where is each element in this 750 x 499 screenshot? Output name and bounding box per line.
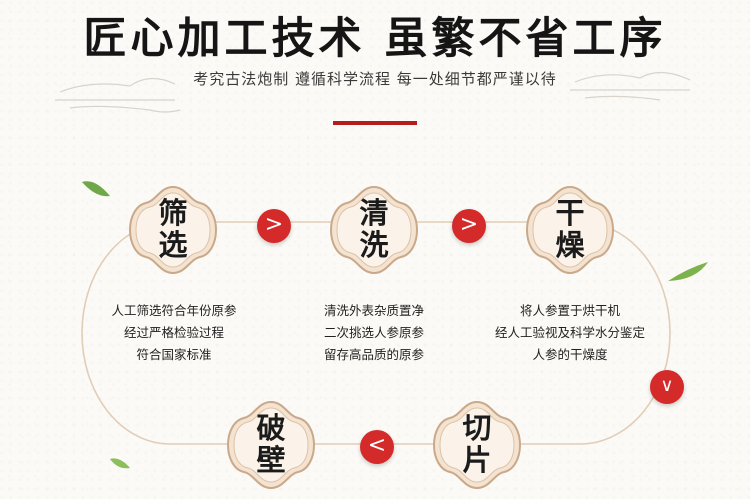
cloud-right xyxy=(570,71,691,101)
flow-path xyxy=(81,221,671,445)
quatrefoil-frame xyxy=(525,185,615,275)
step-dry-char-1: 干 xyxy=(555,196,585,230)
desc-line: 人参的干燥度 xyxy=(532,347,608,362)
desc-line: 留存高品质的原参 xyxy=(323,347,424,362)
step-slice-node: 切 片 xyxy=(432,400,522,490)
step-slice-char-2: 片 xyxy=(462,443,492,477)
page-title: 匠心加工技术 虽繁不省工序 xyxy=(83,14,667,64)
desc-line: 清洗外表杂质置净 xyxy=(323,303,424,318)
step-dry-desc: 将人参置于烘干机 经人工验视及科学水分鉴定 人参的干燥度 xyxy=(480,300,660,366)
arrow-left-icon: < xyxy=(360,430,394,464)
desc-line: 经人工验视及科学水分鉴定 xyxy=(494,325,645,340)
step-screen-char-2: 选 xyxy=(158,228,188,262)
cloud-left xyxy=(55,77,181,113)
arrow-right-icon: > xyxy=(257,209,291,243)
leaf-icon xyxy=(668,262,708,281)
step-screen-desc: 人工筛选符合年份原参 经过严格检验过程 符合国家标准 xyxy=(84,300,264,366)
step-break-char-1: 破 xyxy=(256,411,286,445)
title-divider xyxy=(333,121,417,125)
step-screen-char-1: 筛 xyxy=(158,196,188,230)
step-dry-node: 干 燥 xyxy=(525,185,615,275)
step-slice-char-1: 切 xyxy=(462,411,492,445)
quatrefoil-frame xyxy=(329,185,419,275)
quatrefoil-frame xyxy=(128,185,218,275)
step-wash-char-2: 洗 xyxy=(359,228,389,262)
desc-line: 二次挑选人参原参 xyxy=(323,325,424,340)
desc-line: 人工筛选符合年份原参 xyxy=(111,303,237,318)
step-dry-char-2: 燥 xyxy=(555,228,585,262)
desc-line: 将人参置于烘干机 xyxy=(519,303,620,318)
step-break-char-2: 壁 xyxy=(256,443,286,477)
page-subtitle: 考究古法炮制 遵循科学流程 每一处细节都严谨以待 xyxy=(193,70,557,88)
step-wash-char-1: 清 xyxy=(359,196,389,230)
leaf-icon xyxy=(82,181,110,197)
step-screen-node: 筛 选 xyxy=(128,185,218,275)
step-wash-node: 清 洗 xyxy=(329,185,419,275)
arrow-down-icon: ∨ xyxy=(650,370,684,404)
leaf-icon xyxy=(110,458,130,469)
quatrefoil-frame xyxy=(226,400,316,490)
quatrefoil-frame xyxy=(432,400,522,490)
arrow-right-icon: > xyxy=(452,209,486,243)
desc-line: 符合国家标准 xyxy=(136,347,212,362)
step-wash-desc: 清洗外表杂质置净 二次挑选人参原参 留存高品质的原参 xyxy=(284,300,464,366)
desc-line: 经过严格检验过程 xyxy=(123,325,224,340)
step-break-node: 破 壁 xyxy=(226,400,316,490)
